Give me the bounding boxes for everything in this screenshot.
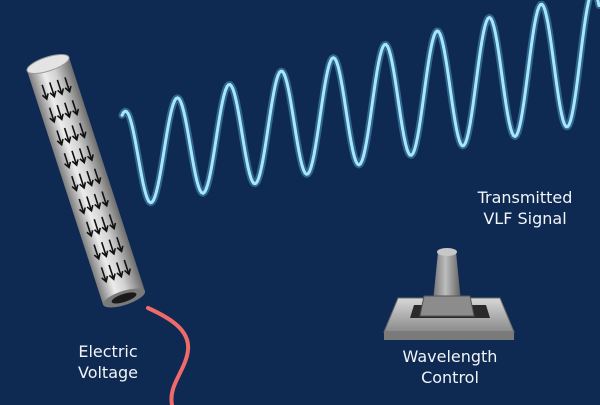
down-arrow-icon <box>100 267 109 284</box>
wire-icon <box>146 306 191 405</box>
down-arrow-icon <box>108 214 117 231</box>
down-arrow-icon <box>100 241 109 258</box>
down-arrow-icon <box>115 262 124 279</box>
down-arrow-icon <box>108 264 116 281</box>
down-arrow-icon <box>123 259 132 276</box>
wavelength-control-label-line1: Wavelength <box>402 347 498 366</box>
down-arrow-icon <box>64 77 72 94</box>
electric-voltage-label: Electric Voltage <box>58 341 158 383</box>
sine-wave-icon <box>120 0 600 205</box>
down-arrow-icon <box>79 122 87 139</box>
down-arrow-icon <box>71 150 79 167</box>
down-arrow-icon <box>78 148 87 165</box>
down-arrow-icon <box>56 79 65 96</box>
transmitted-signal-label-line2: VLF Signal <box>483 209 567 228</box>
down-arrow-icon <box>93 244 101 261</box>
down-arrow-icon <box>71 125 79 142</box>
down-arrow-icon <box>85 221 94 238</box>
down-arrow-icon <box>101 216 109 233</box>
down-arrow-icon <box>71 99 80 116</box>
down-arrow-icon <box>116 236 124 253</box>
down-arrow-icon <box>86 170 94 187</box>
antenna-rod-icon <box>26 53 146 308</box>
wavelength-control-label-line2: Control <box>421 368 479 387</box>
down-arrow-icon <box>86 196 94 213</box>
down-arrow-icon <box>93 193 102 210</box>
current-arrows <box>41 77 132 284</box>
down-arrow-icon <box>93 219 101 236</box>
down-arrow-icon <box>63 127 72 144</box>
electric-voltage-label-line2: Voltage <box>77 363 138 382</box>
down-arrow-icon <box>63 153 72 170</box>
down-arrow-icon <box>71 175 79 192</box>
down-arrow-icon <box>64 102 72 119</box>
electric-voltage-label-line1: Electric <box>78 342 138 361</box>
down-arrow-icon <box>48 82 57 99</box>
toggle-switch-icon <box>383 248 515 340</box>
wavelength-control-label: Wavelength Control <box>385 346 515 388</box>
down-arrow-icon <box>56 130 64 147</box>
down-arrow-icon <box>78 198 86 215</box>
transmitted-signal-label-line1: Transmitted <box>477 188 573 207</box>
down-arrow-icon <box>108 239 117 256</box>
down-arrow-icon <box>41 84 49 101</box>
down-arrow-icon <box>101 191 109 208</box>
down-arrow-icon <box>78 173 87 190</box>
transmitted-signal-label: Transmitted VLF Signal <box>455 187 595 229</box>
down-arrow-icon <box>93 168 102 185</box>
down-arrow-icon <box>86 145 94 162</box>
down-arrow-icon <box>48 107 57 124</box>
down-arrow-icon <box>56 104 64 121</box>
